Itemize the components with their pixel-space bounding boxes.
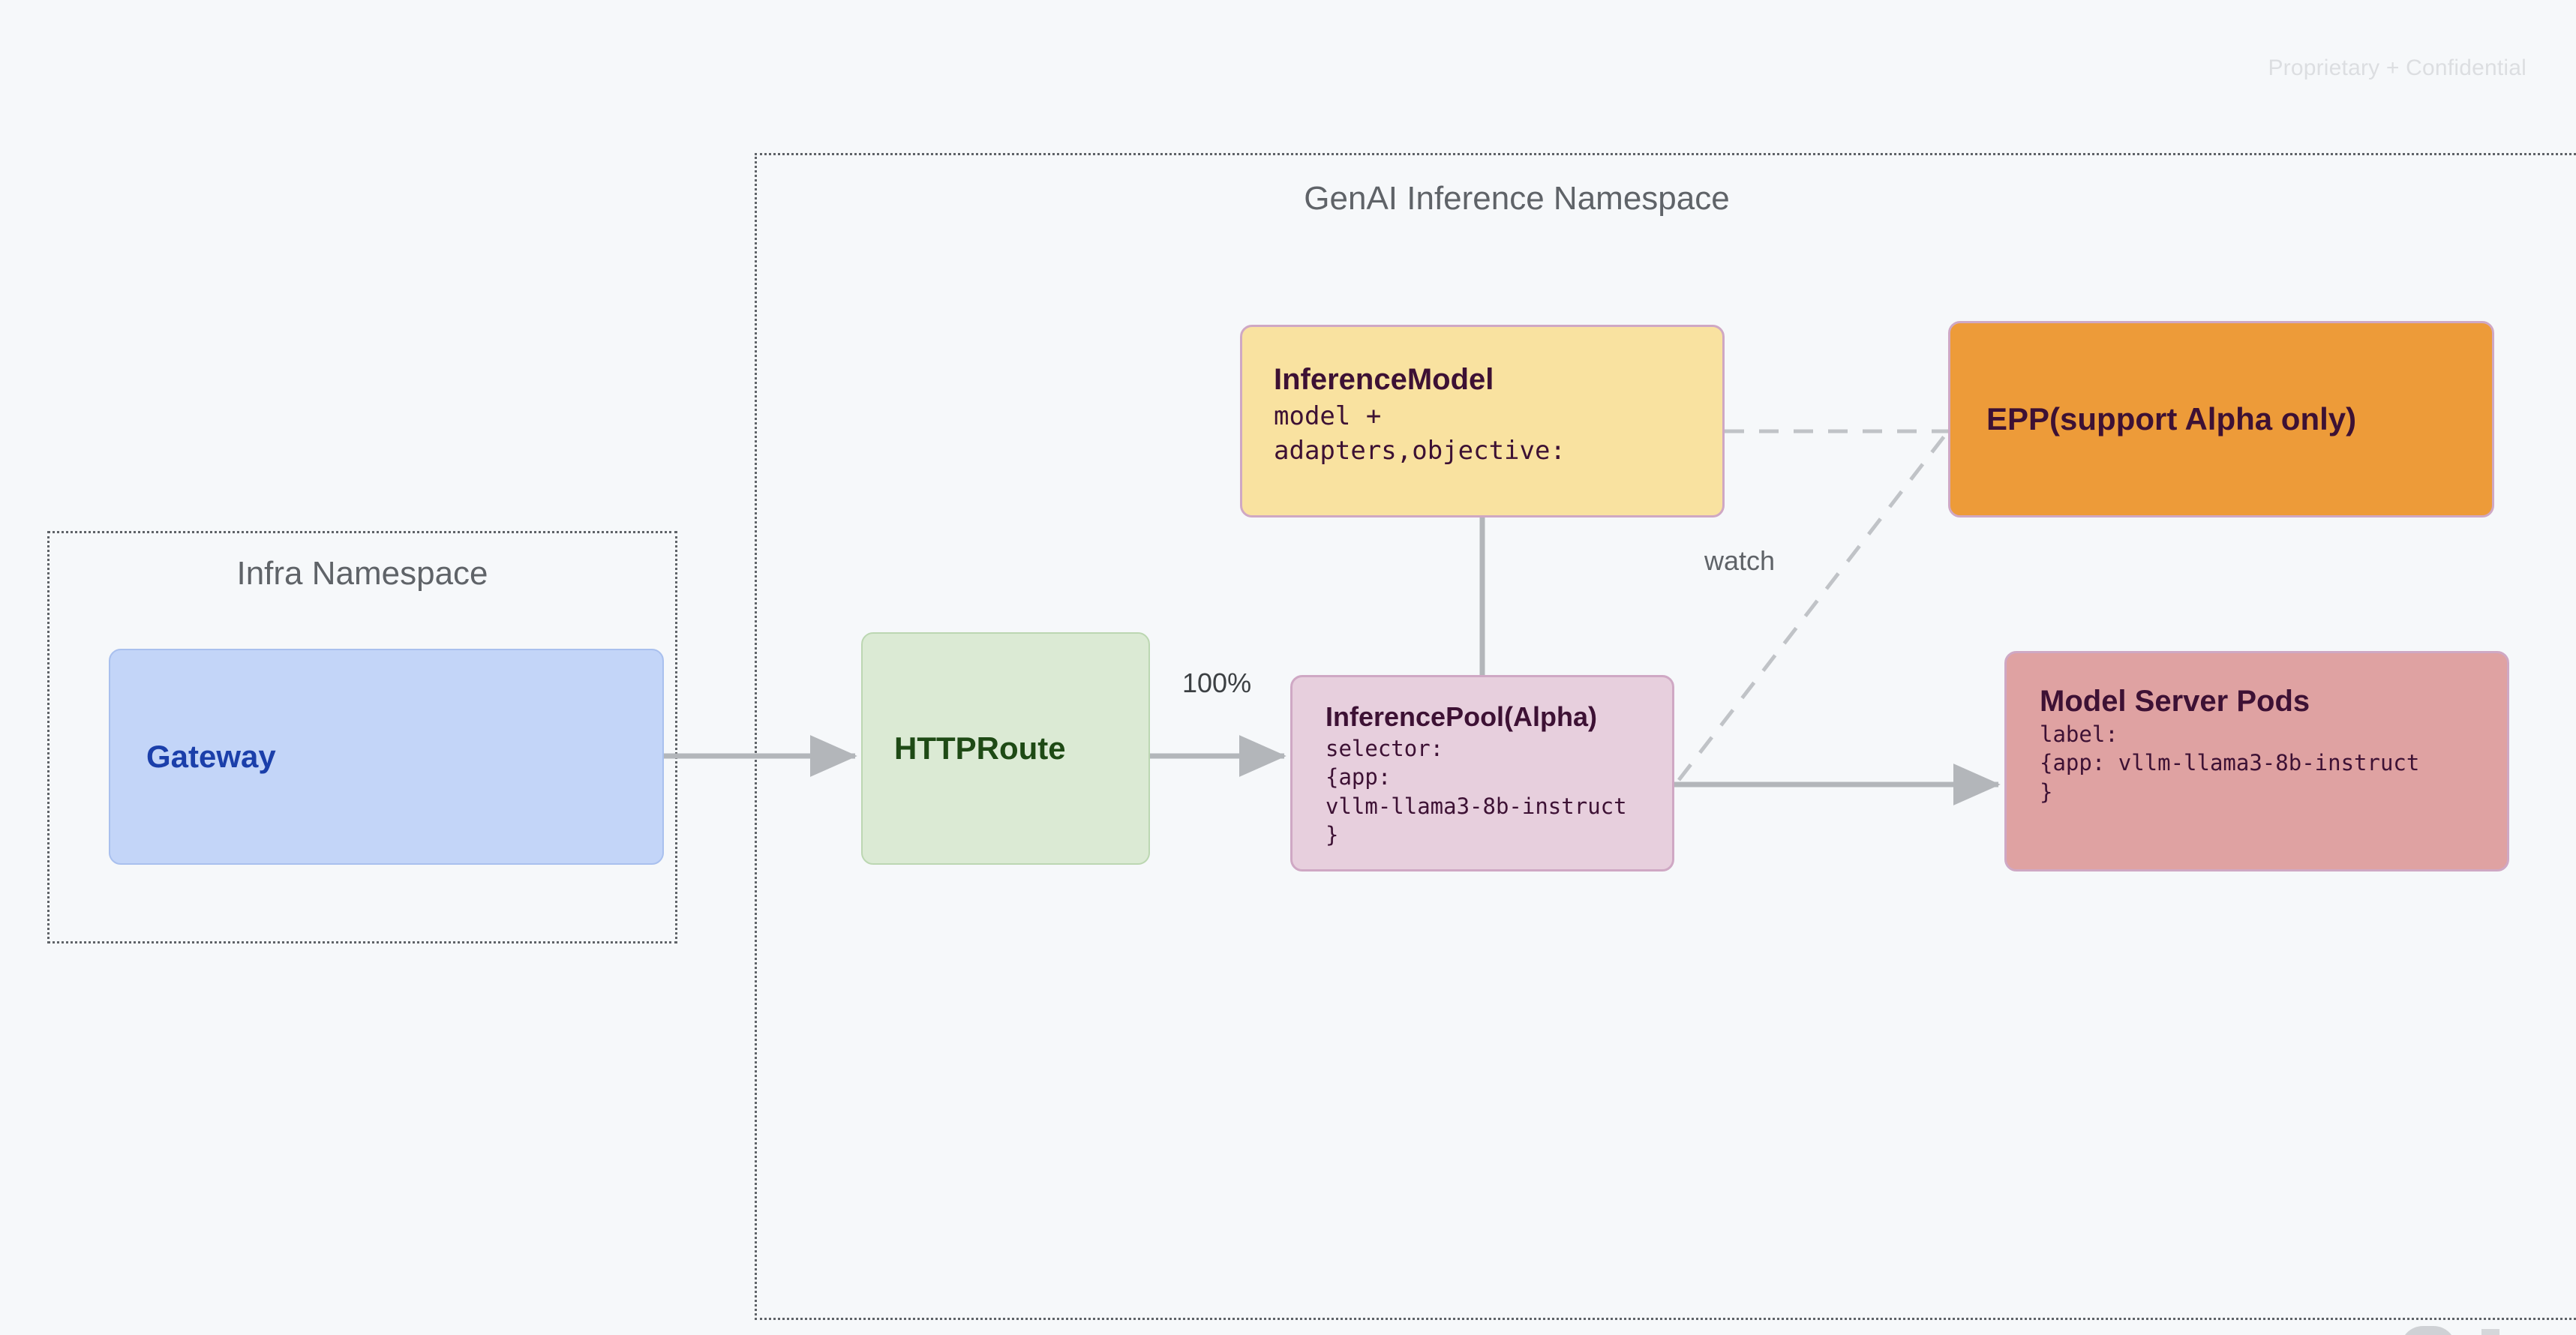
node-inferencemodel-title: InferenceModel	[1274, 363, 1494, 396]
node-modelserverpods-body: label: {app: vllm-llama3-8b-instruct }	[2040, 722, 2420, 805]
node-epp-title: EPP(support Alpha only)	[1986, 401, 2357, 436]
node-modelserverpods[interactable]: Model Server Pods label: {app: vllm-llam…	[2004, 651, 2509, 872]
infra-namespace-frame	[47, 531, 677, 944]
node-inferencemodel-body: model + adapters,objective:	[1274, 401, 1566, 466]
node-inferencepool-title: InferencePool(Alpha)	[1326, 701, 1598, 732]
genai-namespace-title: GenAI Inference Namespace	[1304, 180, 1730, 217]
infra-namespace-title: Infra Namespace	[236, 555, 488, 592]
confidential-watermark: Proprietary + Confidential	[2268, 56, 2526, 80]
node-modelserverpods-title: Model Server Pods	[2040, 685, 2310, 718]
node-epp[interactable]: EPP(support Alpha only)	[1948, 321, 2494, 518]
node-inferencepool[interactable]: InferencePool(Alpha) selector: {app: vll…	[1290, 675, 1674, 872]
node-inferencemodel[interactable]: InferenceModel model + adapters,objectiv…	[1240, 325, 1725, 518]
genai-namespace-frame	[755, 153, 2576, 1320]
node-httproute[interactable]: HTTPRoute	[861, 632, 1150, 865]
node-gateway-title: Gateway	[146, 739, 276, 774]
node-httproute-title: HTTPRoute	[894, 730, 1066, 766]
clipped-logo-mark-secondary	[2481, 1329, 2499, 1335]
clipped-logo-mark	[2400, 1326, 2456, 1335]
node-inferencepool-body: selector: {app: vllm-llama3-8b-instruct …	[1326, 736, 1627, 848]
edge-label-watch: watch	[1704, 545, 1776, 576]
edge-label-100-percent: 100%	[1182, 668, 1252, 698]
node-gateway[interactable]: Gateway	[109, 649, 664, 865]
